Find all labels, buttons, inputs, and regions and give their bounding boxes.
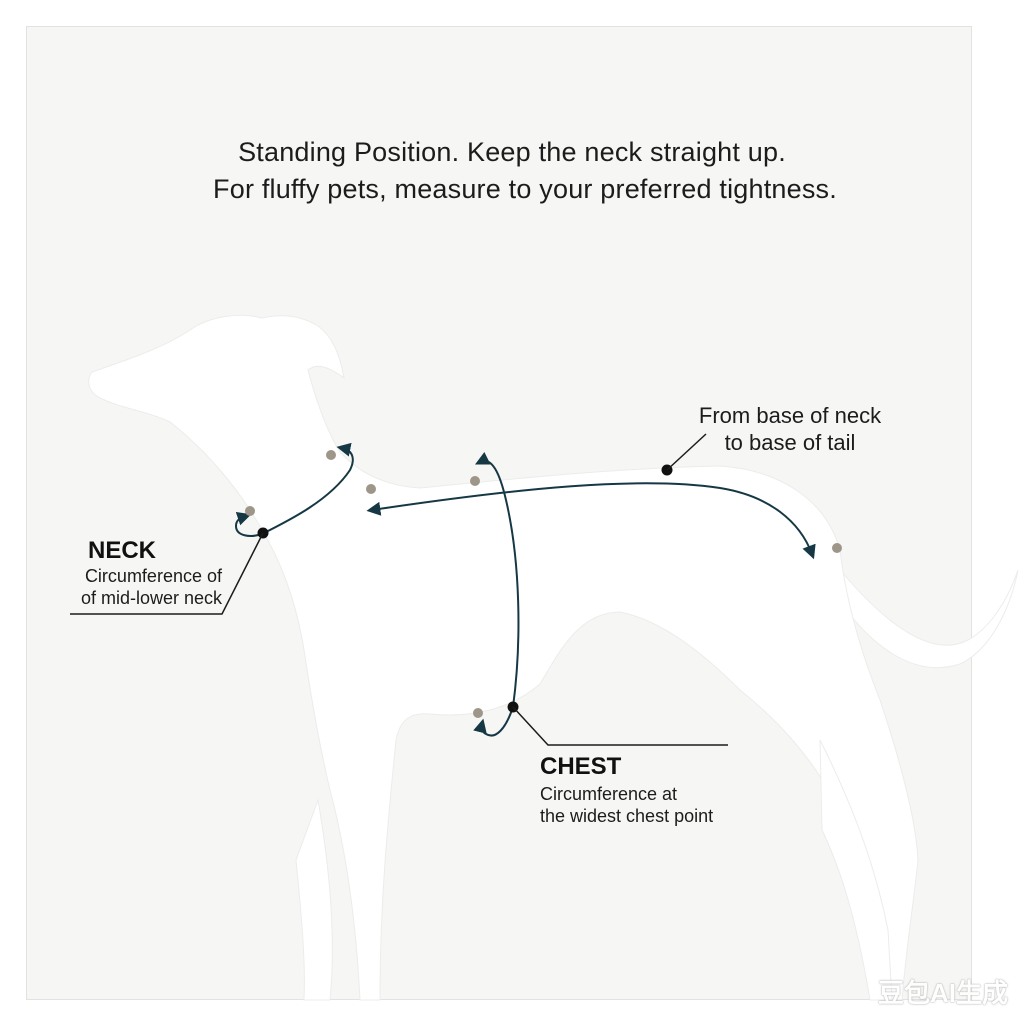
back-length-label: From base of neck to base of tail [670, 402, 910, 456]
neck-label-line-2: of mid-lower neck [80, 588, 222, 608]
instruction-line-2: For fluffy pets, measure to your preferr… [213, 174, 837, 204]
back-label-line-2: to base of tail [724, 430, 856, 455]
back-length-measure [366, 433, 842, 560]
chest-label-line-1: Circumference at [540, 784, 678, 804]
chest-leader-line [512, 706, 728, 746]
back-label-line-1: From base of neck [698, 403, 882, 428]
dog-tail [831, 558, 1019, 669]
back-marker-dot [832, 543, 842, 553]
neck-leader-line [70, 532, 264, 615]
watermark: 豆包AI生成 [877, 978, 1008, 1008]
chest-label-title: CHEST [540, 753, 622, 780]
neck-label-line-1: Circumference of [84, 566, 222, 586]
chest-label-description: Circumference at the widest chest point [540, 783, 800, 827]
back-leader-line [666, 433, 707, 471]
chest-marker-dot [470, 476, 480, 486]
chest-label-line-2: the widest chest point [540, 806, 714, 826]
back-marker-dot [366, 484, 376, 494]
neck-marker-dot [326, 450, 336, 460]
neck-marker-dot [245, 506, 255, 516]
neck-label-description: Circumference of of mid-lower neck [40, 565, 222, 609]
dog-hind-leg [819, 739, 893, 1001]
neck-label-title: NECK [88, 537, 157, 564]
instruction-line-1: Standing Position. Keep the neck straigh… [238, 137, 786, 167]
neck-measure-ring [70, 442, 354, 615]
chest-marker-dot [473, 708, 483, 718]
dog-front-leg [295, 798, 333, 1001]
